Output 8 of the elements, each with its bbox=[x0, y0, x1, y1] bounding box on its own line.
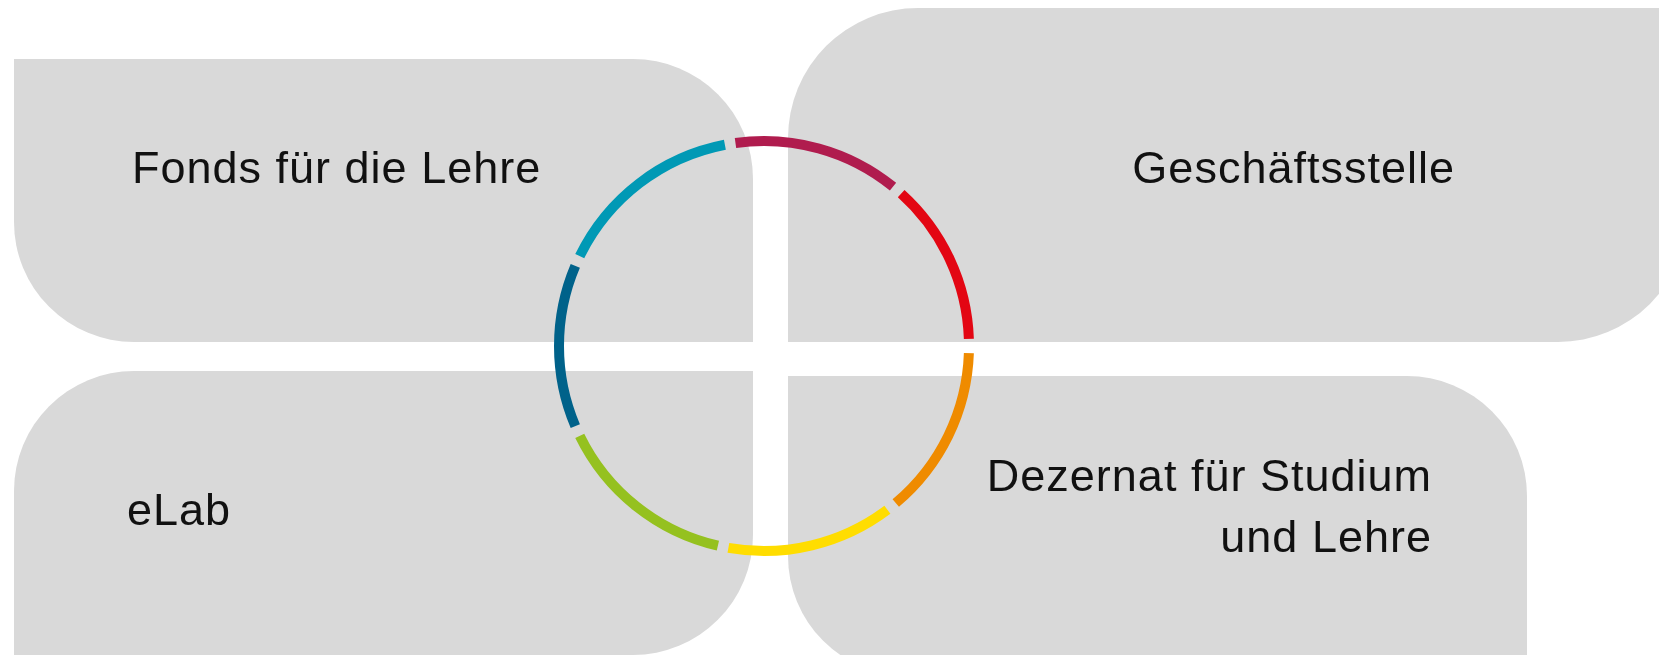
panel-label: Dezernat für Studium und Lehre bbox=[985, 449, 1432, 564]
panel-label: Fonds für die Lehre bbox=[132, 141, 543, 195]
rounded-panel bbox=[788, 8, 1659, 342]
rounded-panel bbox=[14, 59, 753, 342]
rounded-panel bbox=[788, 376, 1527, 655]
panel-label: Geschäftsstelle bbox=[1131, 141, 1455, 195]
rounded-panel bbox=[14, 371, 753, 655]
panel-label: eLab bbox=[127, 483, 233, 537]
